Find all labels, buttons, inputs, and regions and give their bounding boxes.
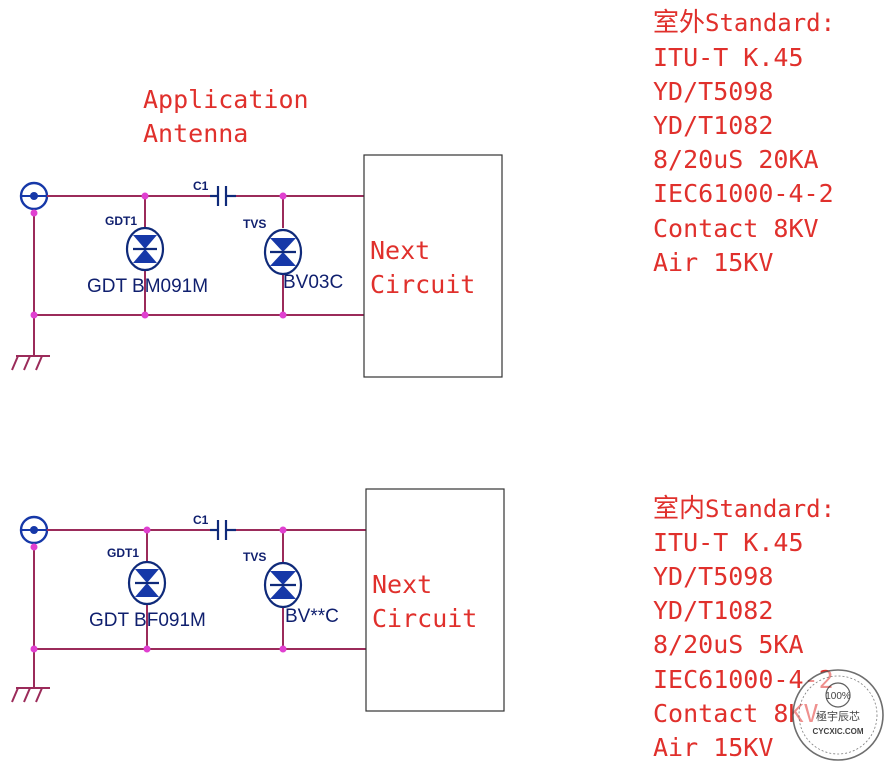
standards-heading-latin: Standard:: [705, 495, 835, 523]
watermark-percent: 100%: [825, 691, 851, 702]
tvs-part-label: BV03C: [283, 272, 343, 293]
gdt-part-label: GDT BM091M: [87, 276, 208, 297]
wire-net: [33, 529, 366, 688]
tvs-ref-label: TVS: [243, 217, 266, 231]
gas-discharge-tube-icon: [127, 560, 167, 606]
standards-heading: 室内Standard:: [653, 494, 835, 524]
gdt-ref-label: GDT1: [107, 546, 139, 560]
standard-line: YD/T5098: [653, 562, 773, 591]
next-circuit-line1: Next: [370, 236, 430, 265]
standards-heading-cjk: 室外: [653, 8, 705, 38]
watermark-seal: 100% 極宇辰芯 CYCXIC.COM: [792, 669, 884, 761]
next-circuit-box: [363, 154, 503, 378]
watermark-cjk: 極宇辰芯: [816, 709, 860, 723]
standard-line: YD/T1082: [653, 596, 773, 625]
standard-line: Contact 8KV: [653, 214, 819, 243]
standard-line: Contact 8KV: [653, 699, 819, 728]
junction-nodes: [30, 526, 287, 653]
capacitor-label: C1: [193, 179, 209, 193]
standards-heading-cjk: 室内: [653, 494, 705, 524]
application-label-line2: Antenna: [143, 119, 248, 148]
circuit-indoor: C1 GDT1 GDT BF091M TVS BV**C: [11, 488, 505, 712]
gas-discharge-tube-icon: [125, 226, 165, 272]
application-antenna-label: Application Antenna: [143, 85, 309, 148]
standard-line: YD/T1082: [653, 111, 773, 140]
tvs-diode-icon: [263, 561, 303, 609]
standards-heading: 室外Standard:: [653, 8, 835, 38]
next-circuit-line2: Circuit: [372, 604, 477, 633]
gdt-ref-label: GDT1: [105, 214, 137, 228]
capacitor-c1-icon: [210, 520, 236, 540]
standards-heading-latin: Standard:: [705, 9, 835, 37]
ground-icon: [11, 355, 50, 371]
standard-line: ITU-T K.45: [653, 528, 804, 557]
next-circuit-line1: Next: [372, 570, 432, 599]
capacitor-label: C1: [193, 513, 209, 527]
standards-indoor: 室内Standard: ITU-T K.45 YD/T5098 YD/T1082…: [653, 494, 835, 762]
tvs-part-label: BV**C: [285, 606, 339, 627]
standard-line: YD/T5098: [653, 77, 773, 106]
standard-line: ITU-T K.45: [653, 43, 804, 72]
circuit-outdoor: C1 GDT1 GDT BM091M TVS BV03C: [11, 154, 503, 378]
tvs-ref-label: TVS: [243, 550, 266, 564]
next-circuit-box: [365, 488, 505, 712]
tvs-diode-icon: [263, 228, 303, 276]
standard-line: 8/20uS 20KA: [653, 145, 819, 174]
coax-connector-icon: [19, 515, 49, 547]
watermark-site: CYCXIC.COM: [812, 727, 863, 736]
application-label-line1: Application: [143, 85, 309, 114]
next-circuit-line2: Circuit: [370, 270, 475, 299]
standard-line: Air 15KV: [653, 248, 773, 277]
capacitor-c1-icon: [210, 186, 236, 206]
standard-line: IEC61000-4-2: [653, 179, 834, 208]
junction-nodes: [30, 192, 287, 319]
wire-net: [33, 195, 364, 356]
coax-connector-icon: [19, 181, 49, 213]
ground-icon: [11, 687, 50, 703]
standards-outdoor: 室外Standard: ITU-T K.45 YD/T5098 YD/T1082…: [653, 8, 835, 277]
gdt-part-label: GDT BF091M: [89, 610, 206, 631]
standard-line: IEC61000-4-2: [653, 665, 834, 694]
standard-line: 8/20uS 5KA: [653, 630, 804, 659]
standard-line: Air 15KV: [653, 733, 773, 762]
